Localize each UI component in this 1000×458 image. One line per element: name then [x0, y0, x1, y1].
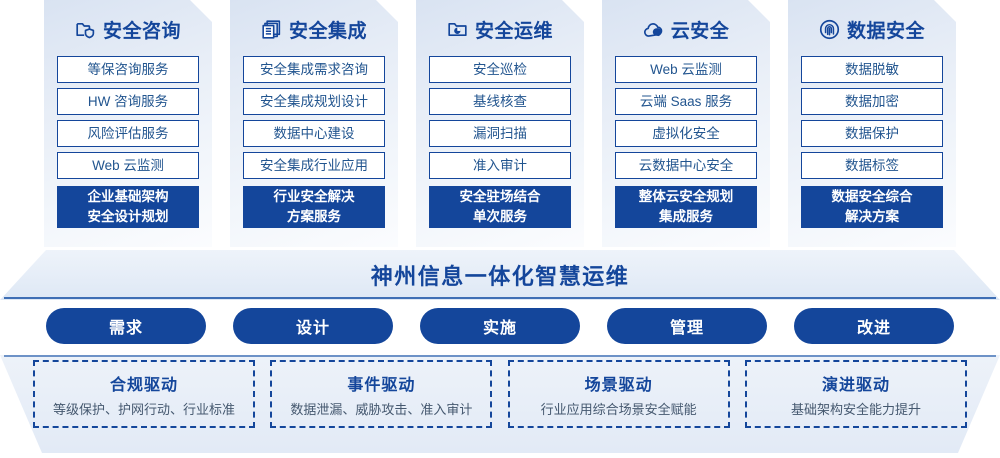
driver-block-scenario[interactable]: 场景驱动 行业应用综合场景安全赋能: [507, 360, 730, 428]
stacked-documents-icon: [261, 19, 282, 40]
driver-description: 基础架构安全能力提升: [790, 401, 921, 417]
drivers-topline: [4, 355, 996, 357]
driver-description: 行业应用综合场景安全赋能: [540, 401, 697, 417]
pillar-summary-line-2: 解决方案: [845, 209, 899, 224]
pillar-item[interactable]: 虚拟化安全: [615, 120, 757, 147]
pillar-item[interactable]: 风险评估服务: [57, 120, 199, 147]
pillar-item[interactable]: 安全集成规划设计: [243, 88, 385, 115]
pillar-summary[interactable]: 安全驻场结合 单次服务: [429, 186, 571, 228]
pillar-summary[interactable]: 行业安全解决 方案服务: [243, 186, 385, 228]
driver-title: 场景驱动: [584, 376, 653, 394]
pillar-summary-line-1: 行业安全解决: [273, 189, 355, 204]
lifecycle-pill-row: 需求 设计 实施 管理 改进: [0, 308, 1000, 350]
pillar-card-security-integration[interactable]: 安全集成 安全集成需求咨询 安全集成规划设计 数据中心建设 安全集成行业应用 行…: [230, 0, 398, 247]
driver-block-incident[interactable]: 事件驱动 数据泄漏、威胁攻击、准入审计: [270, 360, 493, 428]
platform-banner: 神州信息一体化智慧运维: [0, 250, 1000, 300]
pillar-card-data-security[interactable]: 数据安全 数据脱敏 数据加密 数据保护 数据标签 数据安全综合 解决方案: [788, 0, 956, 247]
driver-title: 合规驱动: [109, 376, 178, 394]
driver-description: 等级保护、护网行动、行业标准: [52, 401, 235, 417]
platform-banner-title: 神州信息一体化智慧运维: [370, 264, 630, 289]
pillar-item[interactable]: 安全集成行业应用: [243, 152, 385, 179]
pillar-item[interactable]: 数据加密: [801, 88, 943, 115]
pillar-summary-line-2: 集成服务: [659, 209, 713, 224]
folder-chart-icon: [447, 19, 468, 40]
pillar-item[interactable]: 漏洞扫描: [429, 120, 571, 147]
pillar-title: 数据安全: [846, 20, 925, 42]
pillar-header: 安全运维: [429, 12, 571, 46]
pillar-item[interactable]: Web 云监测: [615, 56, 757, 83]
pillar-summary-line-1: 安全驻场结合: [459, 189, 541, 204]
drivers-container: [0, 355, 1000, 453]
driver-description: 数据泄漏、威胁攻击、准入审计: [290, 401, 473, 417]
pillar-summary[interactable]: 整体云安全规划 集成服务: [615, 186, 757, 228]
lifecycle-pill-management[interactable]: 管理: [607, 308, 767, 344]
pillar-item[interactable]: 云数据中心安全: [615, 152, 757, 179]
pillar-card-security-consulting[interactable]: 安全咨询 等保咨询服务 HW 咨询服务 风险评估服务 Web 云监测 企业基础架…: [44, 0, 212, 247]
pillar-header: 数据安全: [801, 12, 943, 46]
pillar-item[interactable]: 安全巡检: [429, 56, 571, 83]
pillar-header: 云安全: [615, 12, 757, 46]
pillar-item[interactable]: Web 云监测: [57, 152, 199, 179]
pillar-item[interactable]: 等保咨询服务: [57, 56, 199, 83]
pillar-item[interactable]: 数据标签: [801, 152, 943, 179]
driver-block-evolution[interactable]: 演进驱动 基础架构安全能力提升: [744, 360, 967, 428]
pillar-card-cloud-security[interactable]: 云安全 Web 云监测 云端 Saas 服务 虚拟化安全 云数据中心安全 整体云…: [602, 0, 770, 247]
driver-title: 演进驱动: [821, 376, 890, 394]
driver-title: 事件驱动: [347, 376, 416, 394]
driver-block-compliance[interactable]: 合规驱动 等级保护、护网行动、行业标准: [33, 360, 255, 428]
pillar-summary-line-2: 单次服务: [473, 209, 527, 224]
lifecycle-pill-implementation[interactable]: 实施: [420, 308, 580, 344]
pillar-summary-line-1: 企业基础架构: [87, 189, 169, 204]
pillar-item-list: 数据脱敏 数据加密 数据保护 数据标签: [801, 56, 943, 179]
lifecycle-pill-design[interactable]: 设计: [233, 308, 393, 344]
pillar-item-list: Web 云监测 云端 Saas 服务 虚拟化安全 云数据中心安全: [615, 56, 757, 179]
pillar-title: 安全集成: [288, 20, 367, 42]
lifecycle-pill-requirement[interactable]: 需求: [46, 308, 206, 344]
folder-shield-icon: [75, 19, 96, 40]
banner-underline: [4, 297, 996, 299]
drivers-row: 合规驱动 等级保护、护网行动、行业标准 事件驱动 数据泄漏、威胁攻击、准入审计 …: [0, 360, 1000, 430]
pillar-summary-line-1: 数据安全综合: [831, 189, 913, 204]
pillar-summary-line-2: 方案服务: [287, 209, 341, 224]
pillar-item[interactable]: 云端 Saas 服务: [615, 88, 757, 115]
pillars-row: 安全咨询 等保咨询服务 HW 咨询服务 风险评估服务 Web 云监测 企业基础架…: [0, 0, 1000, 252]
pillar-summary-line-1: 整体云安全规划: [638, 189, 734, 204]
pillar-card-security-operations[interactable]: 安全运维 安全巡检 基线核查 漏洞扫描 准入审计 安全驻场结合 单次服务: [416, 0, 584, 247]
pillar-item[interactable]: 准入审计: [429, 152, 571, 179]
pillar-item-list: 等保咨询服务 HW 咨询服务 风险评估服务 Web 云监测: [57, 56, 199, 179]
fingerprint-icon: [819, 19, 840, 40]
pillar-title: 安全咨询: [102, 20, 181, 42]
pillar-header: 安全咨询: [57, 12, 199, 46]
pillar-summary[interactable]: 数据安全综合 解决方案: [801, 186, 943, 228]
cloud-icon: [643, 19, 664, 40]
pillar-item[interactable]: 数据脱敏: [801, 56, 943, 83]
pillar-summary[interactable]: 企业基础架构 安全设计规划: [57, 186, 199, 228]
pillar-item[interactable]: 数据保护: [801, 120, 943, 147]
pillar-item[interactable]: 数据中心建设: [243, 120, 385, 147]
pillar-summary-line-2: 安全设计规划: [87, 209, 169, 224]
pillar-header: 安全集成: [243, 12, 385, 46]
pillar-item[interactable]: 基线核查: [429, 88, 571, 115]
pillar-title: 安全运维: [474, 20, 553, 42]
pillar-item[interactable]: HW 咨询服务: [57, 88, 199, 115]
pillar-item-list: 安全巡检 基线核查 漏洞扫描 准入审计: [429, 56, 571, 179]
pillar-title: 云安全: [670, 20, 730, 42]
lifecycle-pill-improvement[interactable]: 改进: [794, 308, 954, 344]
pillar-item-list: 安全集成需求咨询 安全集成规划设计 数据中心建设 安全集成行业应用: [243, 56, 385, 179]
pillar-item[interactable]: 安全集成需求咨询: [243, 56, 385, 83]
